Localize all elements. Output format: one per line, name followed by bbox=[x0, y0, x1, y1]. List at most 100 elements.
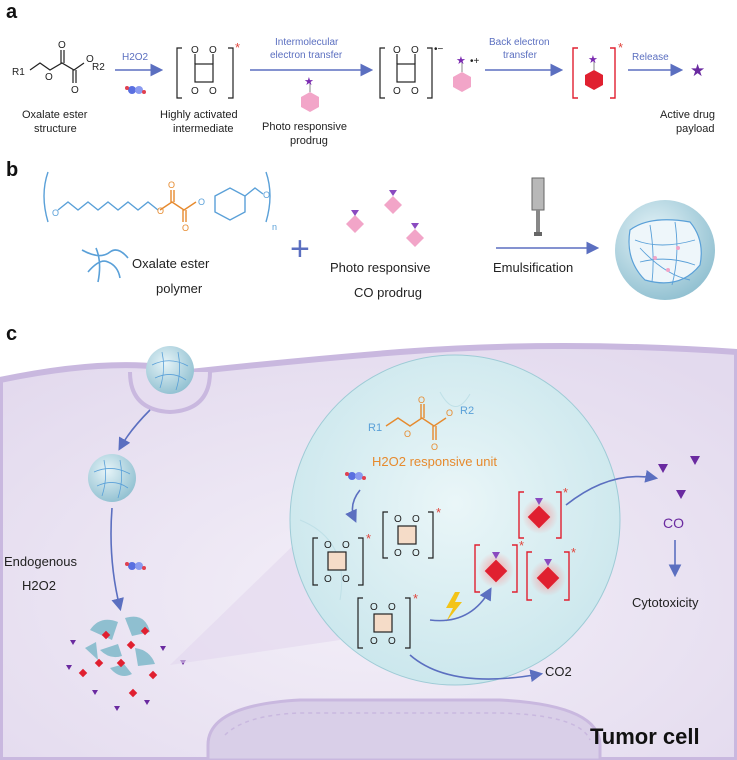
endogenous-label: Endogenous bbox=[4, 554, 78, 569]
zoom-star-2: * bbox=[436, 505, 441, 520]
svg-text:O: O bbox=[411, 86, 419, 97]
svg-text:★: ★ bbox=[588, 54, 598, 66]
polymer-chain-icon bbox=[81, 247, 129, 283]
svg-text:O: O bbox=[370, 636, 378, 647]
svg-text:O: O bbox=[324, 540, 332, 551]
zoom-r2: R2 bbox=[460, 405, 474, 417]
oxalate-label-line1: Oxalate ester bbox=[22, 109, 88, 121]
co2-arrow bbox=[409, 654, 544, 682]
tumor-cell-label: Tumor cell bbox=[590, 724, 700, 749]
repeat-n-label: n bbox=[272, 222, 277, 232]
nanoparticle-endocytosis bbox=[146, 346, 194, 394]
svg-text:O: O bbox=[209, 86, 217, 97]
svg-text:O: O bbox=[52, 208, 59, 218]
polymer-structure: O O O O O O n bbox=[43, 171, 277, 233]
endogenous-h2o2-label: H2O2 bbox=[22, 578, 56, 593]
co-prodrug-label-line1: Photo responsive bbox=[330, 260, 430, 275]
svg-text:O: O bbox=[411, 45, 419, 56]
svg-text:O: O bbox=[182, 223, 189, 233]
intermolecular-label-line2: electron transfer bbox=[270, 50, 343, 61]
radical-cation-prodrug: ★ •+ bbox=[453, 55, 480, 92]
svg-text:O: O bbox=[157, 206, 164, 216]
homogenizer-icon bbox=[531, 177, 545, 236]
polymer-label-line1: Oxalate ester bbox=[132, 256, 210, 271]
h2o2-react-arrow bbox=[345, 489, 361, 523]
responsive-unit-label: H2O2 responsive unit bbox=[372, 454, 497, 469]
svg-text:O: O bbox=[342, 574, 350, 585]
excited-prodrug: ★ * bbox=[572, 40, 623, 99]
excited-prodrug-star: * bbox=[618, 40, 623, 55]
panel-label-b: b bbox=[6, 159, 18, 181]
energy-transfer-arrow bbox=[429, 587, 492, 622]
svg-text:O: O bbox=[370, 602, 378, 613]
svg-text:O: O bbox=[431, 442, 438, 452]
svg-text:O: O bbox=[191, 45, 199, 56]
photo-prodrug-icon: ★ bbox=[301, 76, 319, 112]
svg-text:O: O bbox=[418, 395, 425, 405]
nanoparticle-large bbox=[615, 200, 715, 300]
payload-label-line2: payload bbox=[676, 123, 715, 135]
zoom-circle bbox=[289, 354, 621, 686]
h2o2-arrow-label: H2O2 bbox=[122, 52, 149, 63]
back-transfer-line1: Back electron bbox=[489, 37, 550, 48]
co-label: CO bbox=[663, 515, 684, 531]
svg-text:O: O bbox=[393, 45, 401, 56]
radical-plus: •+ bbox=[470, 56, 480, 67]
r1-label: R1 bbox=[12, 67, 25, 78]
payload-label-line1: Active drug bbox=[660, 109, 715, 121]
internalize-arrow bbox=[118, 409, 151, 451]
intermediate-label-line2: intermediate bbox=[173, 123, 234, 135]
polymer-label-line2: polymer bbox=[156, 281, 203, 296]
co-prodrug-icons bbox=[346, 190, 424, 247]
svg-text:O: O bbox=[446, 408, 453, 418]
svg-text:O: O bbox=[412, 514, 420, 525]
emulsification-label: Emulsification bbox=[493, 260, 573, 275]
panel-label-c: c bbox=[6, 323, 17, 345]
intermediate-label-line1: Highly activated bbox=[160, 109, 238, 121]
co-released-icons bbox=[658, 456, 700, 499]
lightning-icon bbox=[446, 592, 462, 622]
release-label: Release bbox=[632, 52, 669, 63]
zoom-r1: R1 bbox=[368, 422, 382, 434]
oxalate-label-line2: structure bbox=[34, 123, 77, 135]
oxalate-ester-structure: R1 O O O O R2 Oxalate ester structure bbox=[12, 40, 105, 135]
svg-text:O: O bbox=[393, 86, 401, 97]
svg-text:O: O bbox=[191, 86, 199, 97]
co-prodrug-label-line2: CO prodrug bbox=[354, 285, 422, 300]
h2o2-molecule-icon-c bbox=[125, 562, 146, 570]
prodrug-label-line2: prodrug bbox=[290, 135, 328, 147]
radical-minus: •− bbox=[434, 44, 444, 55]
excited-co-prodrug-top: * bbox=[518, 485, 568, 539]
excited-star: * bbox=[235, 40, 240, 55]
excited-co-prodrug-left: * bbox=[474, 538, 524, 593]
svg-text:O: O bbox=[388, 636, 396, 647]
svg-text:O: O bbox=[342, 540, 350, 551]
svg-text:O: O bbox=[209, 45, 217, 56]
svg-text:O: O bbox=[45, 72, 53, 83]
svg-text:O: O bbox=[71, 85, 79, 96]
cytotoxicity-label: Cytotoxicity bbox=[632, 595, 699, 610]
r2-label: R2 bbox=[92, 62, 105, 73]
back-transfer-line2: transfer bbox=[503, 50, 538, 61]
h2o2-molecule-icon bbox=[125, 86, 146, 94]
excited-co-prodrug-right: * bbox=[526, 545, 576, 601]
svg-text:O: O bbox=[86, 54, 94, 65]
zoom-star-1: * bbox=[366, 531, 371, 546]
panel-label-a: a bbox=[6, 1, 18, 23]
svg-text:O: O bbox=[388, 602, 396, 613]
co2-label: CO2 bbox=[545, 664, 572, 679]
intermolecular-label-line1: Intermolecular bbox=[275, 37, 339, 48]
degradation-arrow bbox=[110, 507, 124, 612]
svg-text:O: O bbox=[394, 548, 402, 559]
svg-text:O: O bbox=[412, 548, 420, 559]
svg-text:O: O bbox=[58, 40, 66, 51]
svg-text:O: O bbox=[198, 197, 205, 207]
zoom-star-3: * bbox=[413, 591, 418, 606]
svg-text:O: O bbox=[404, 429, 411, 439]
prodrug-star-top: * bbox=[563, 485, 568, 500]
